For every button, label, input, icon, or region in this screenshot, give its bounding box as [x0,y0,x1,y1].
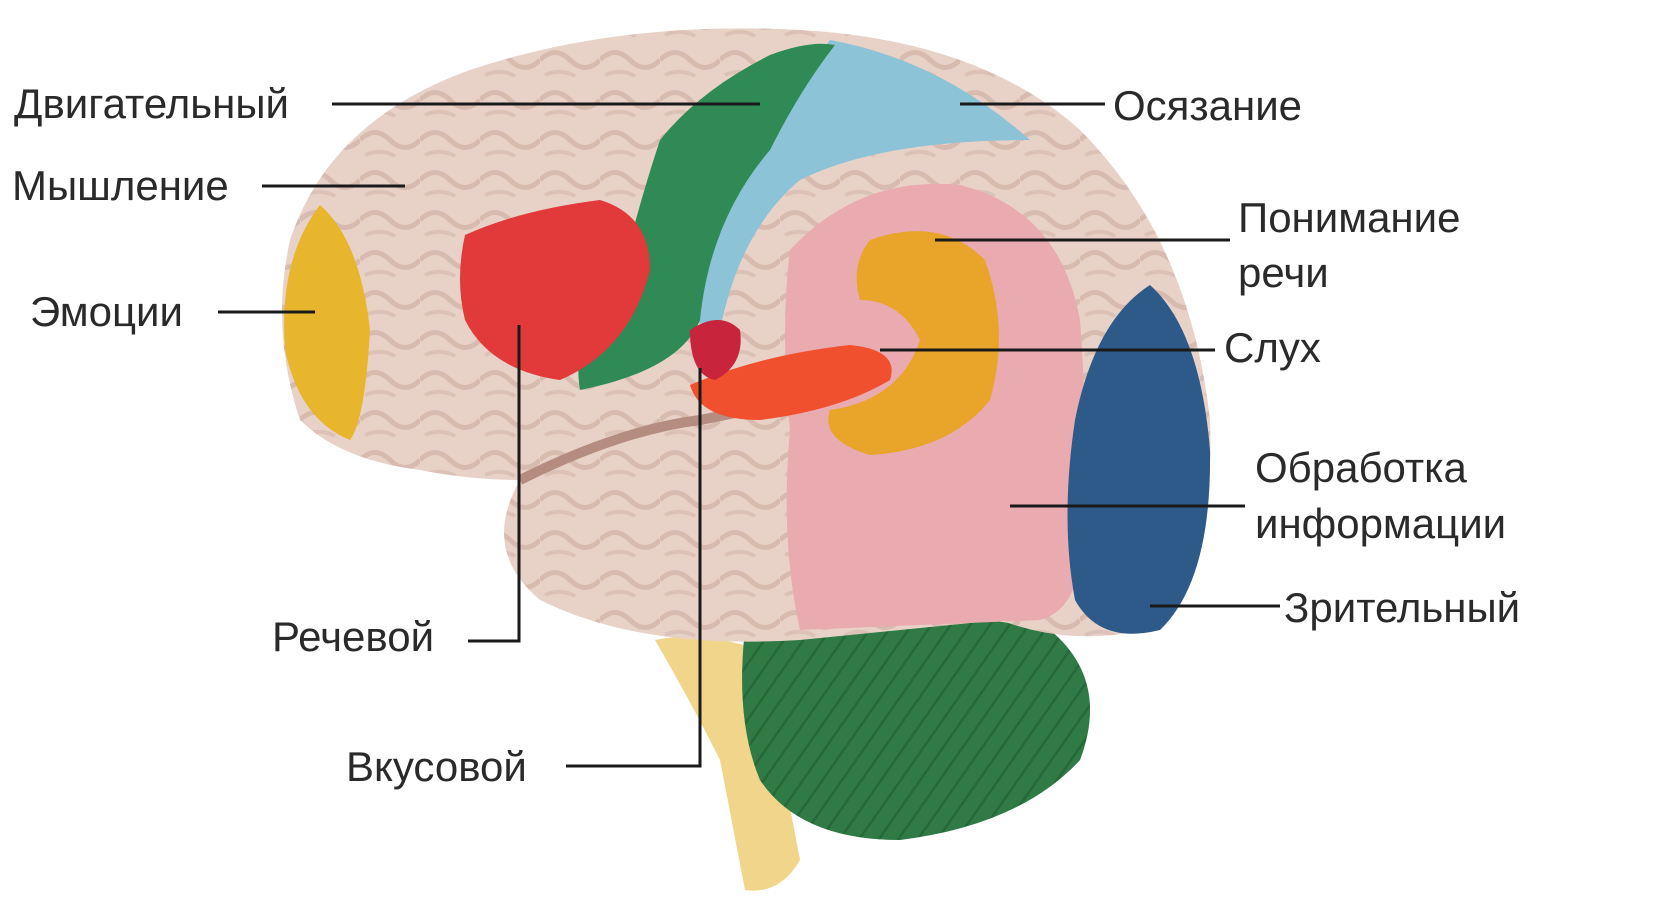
label-processing-line1: Обработка [1255,444,1467,491]
label-speech: Речевой [272,613,434,660]
label-comprehension-line2: речи [1238,249,1329,296]
label-motor: Двигательный [14,80,289,127]
label-taste: Вкусовой [346,743,527,790]
cerebellum-texture [742,615,1090,840]
label-visual: Зрительный [1284,584,1520,631]
label-processing-line2: информации [1255,500,1506,547]
label-emotions: Эмоции [30,288,183,335]
label-comprehension-line1: Понимание [1238,194,1460,241]
label-touch: Осязание [1113,82,1302,129]
label-thinking: Мышление [12,162,229,209]
label-hearing: Слух [1224,324,1321,371]
